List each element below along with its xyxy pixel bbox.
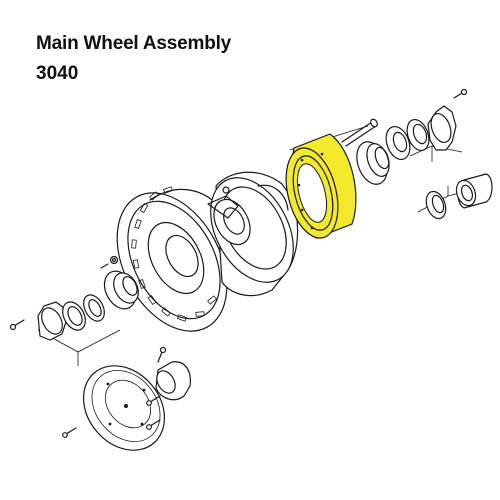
grease-seal-lower-left [62, 294, 105, 331]
seal-retainer-upper-right [427, 105, 457, 151]
seal-retainer-lower-left [37, 301, 67, 341]
hub-cap [155, 346, 191, 401]
highlighted-wheel-ring [285, 133, 357, 239]
inner-wheel-half [207, 171, 299, 297]
screw-bottom-pair [62, 395, 161, 438]
small-nut [100, 255, 119, 269]
brake-disc [82, 365, 166, 451]
screw-lower-left [9, 319, 25, 331]
tie-bolt [341, 118, 378, 147]
part-number: 3040 [36, 63, 79, 84]
outer-wheel-half [116, 186, 228, 332]
bearing-cone-right [356, 141, 390, 185]
washer-center [222, 186, 230, 194]
seal-right-lower [425, 190, 447, 220]
rim-slots [131, 186, 217, 322]
bearing-cone-left [103, 270, 139, 310]
screw-top-right [453, 88, 468, 99]
title-block: Main Wheel Assembly 3040 [36, 32, 231, 86]
bushing-right [455, 173, 493, 209]
grease-seal-upper-right [385, 118, 430, 161]
diagram-title: Main Wheel Assembly [36, 33, 232, 54]
